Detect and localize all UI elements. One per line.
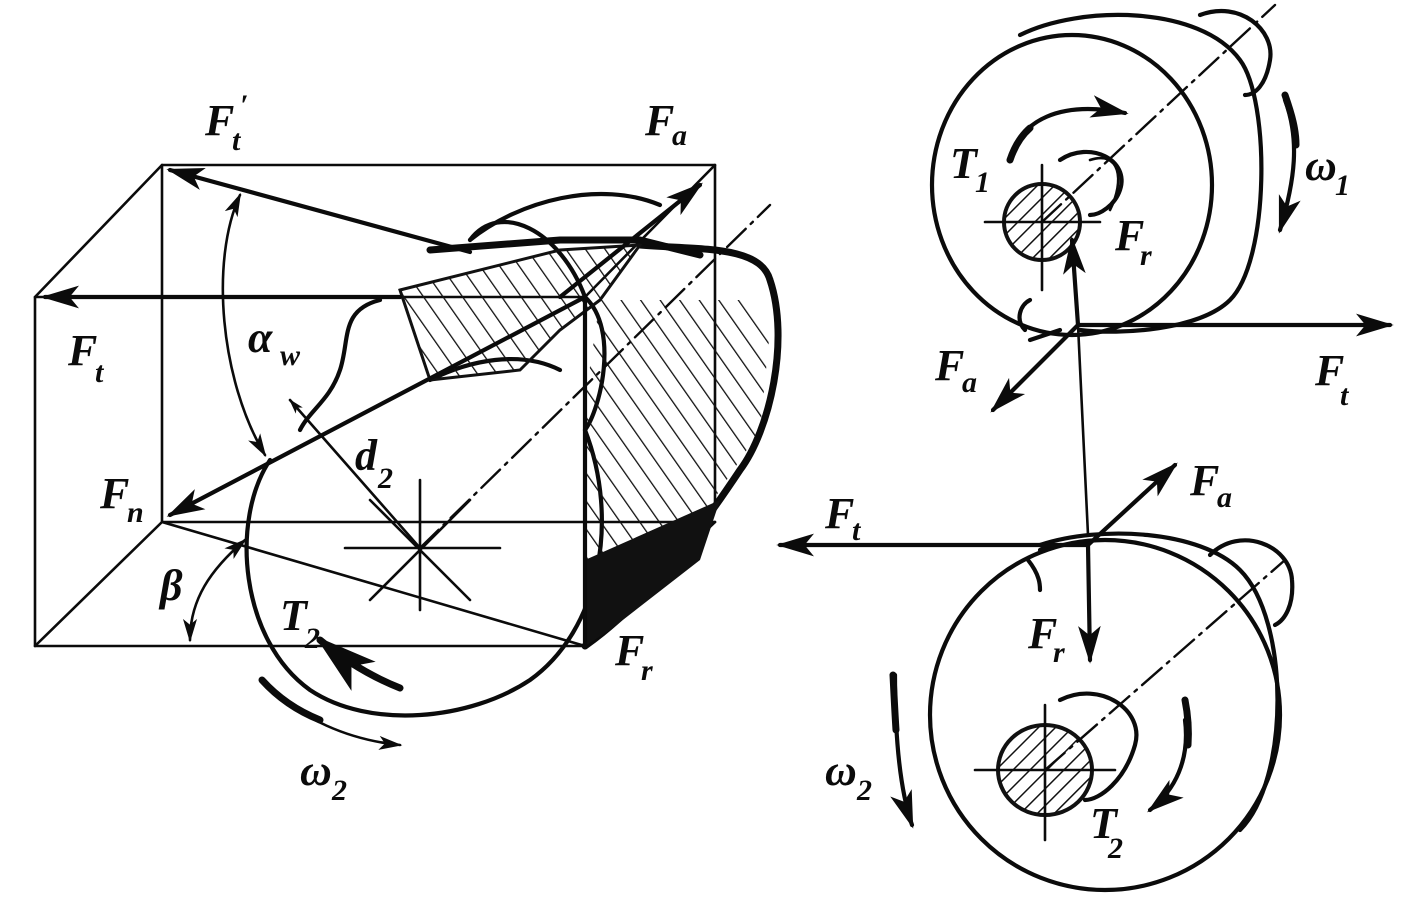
svg-text:T: T [950, 139, 979, 188]
label-omega2: ω 2 [300, 746, 347, 807]
label-lower-t2: T 2 [1090, 799, 1123, 865]
svg-text:F: F [1189, 456, 1219, 505]
label-lower-fr: F r [1027, 609, 1065, 669]
label-fr: F r [614, 626, 653, 687]
label-fa: F a [644, 96, 687, 152]
svg-text:ω: ω [300, 746, 332, 795]
svg-text:2: 2 [1107, 832, 1123, 865]
fa-vector [557, 182, 703, 300]
svg-text:a: a [962, 366, 977, 399]
lower-gear: F t F a F r ω 2 T 2 [776, 456, 1295, 893]
svg-text:F: F [1027, 609, 1057, 658]
svg-text:α: α [248, 313, 273, 362]
upper-axis [1040, 3, 1277, 224]
force-vectors [41, 167, 703, 642]
svg-text:w: w [280, 339, 301, 372]
center-line [1076, 323, 1090, 537]
svg-text:1: 1 [1335, 169, 1350, 202]
label-fn: F n [99, 469, 144, 529]
t2-arrow [315, 635, 404, 692]
svg-text:ω: ω [1305, 141, 1337, 190]
label-alpha-w: α w [248, 313, 301, 372]
svg-text:F: F [99, 469, 129, 518]
label-lower-fa: F a [1189, 456, 1232, 514]
lower-axis [1043, 558, 1287, 772]
lower-fr-vector [1078, 542, 1101, 664]
label-ft: F t [67, 326, 105, 389]
svg-text:t: t [232, 124, 242, 157]
label-t1: T 1 [950, 139, 990, 199]
svg-text:F: F [204, 96, 234, 145]
label-t2: T 2 [280, 591, 320, 655]
label-lower-ft: F t [824, 489, 862, 547]
svg-text:F: F [614, 626, 644, 675]
ft-prime-vector [166, 167, 473, 255]
svg-text:1: 1 [975, 166, 990, 199]
angle-arcs [182, 192, 267, 643]
svg-text:2: 2 [856, 774, 872, 807]
svg-text:r: r [1053, 636, 1065, 669]
svg-text:F: F [67, 326, 97, 375]
label-upper-fa: F a [934, 341, 977, 399]
gear-cylinder [244, 191, 782, 718]
gear-axis [418, 203, 772, 550]
label-upper-ft: F t [1314, 346, 1350, 412]
svg-text:2: 2 [377, 462, 393, 495]
upper-gear: T 1 ω 1 F r F a F t [929, 3, 1394, 413]
svg-text:n: n [127, 496, 144, 529]
tooth-profile [297, 297, 383, 433]
svg-text:′: ′ [240, 89, 248, 122]
left-gear-view: F t ′ F a F t α w d 2 F n β T 2 [33, 89, 782, 807]
svg-text:F: F [1314, 346, 1344, 395]
beta-arc [182, 538, 247, 643]
label-ft-prime: F t ′ [204, 89, 248, 157]
upper-fa-vector [990, 322, 1081, 413]
svg-text:a: a [1217, 481, 1232, 514]
svg-text:F: F [824, 489, 854, 538]
gear-center-mark [343, 478, 502, 612]
svg-text:d: d [355, 431, 378, 480]
svg-text:T: T [280, 591, 309, 640]
svg-text:a: a [672, 119, 687, 152]
svg-text:F: F [1114, 211, 1144, 260]
svg-text:t: t [852, 514, 862, 547]
svg-text:2: 2 [304, 622, 320, 655]
svg-text:r: r [1140, 239, 1152, 272]
svg-text:t: t [95, 356, 105, 389]
label-beta: β [158, 561, 183, 610]
t2-lower-arrow [1147, 717, 1188, 813]
label-d2: d 2 [355, 431, 393, 495]
svg-text:F: F [934, 341, 964, 390]
label-omega1: ω 1 [1305, 141, 1350, 202]
svg-text:F: F [644, 96, 674, 145]
svg-text:r: r [641, 654, 653, 687]
label-upper-fr: F r [1114, 211, 1152, 272]
svg-text:T: T [1090, 799, 1119, 848]
svg-text:2: 2 [331, 774, 347, 807]
right-gears-view: T 1 ω 1 F r F a F t [776, 3, 1394, 893]
d2-radius [288, 398, 422, 550]
label-lower-omega2: ω 2 [825, 746, 872, 807]
svg-text:ω: ω [825, 746, 857, 795]
svg-text:β: β [158, 561, 183, 610]
svg-text:t: t [1340, 379, 1350, 412]
fn-vector [166, 294, 588, 518]
lower-fa-vector [1085, 462, 1178, 548]
upper-fr-vector [1063, 236, 1086, 328]
